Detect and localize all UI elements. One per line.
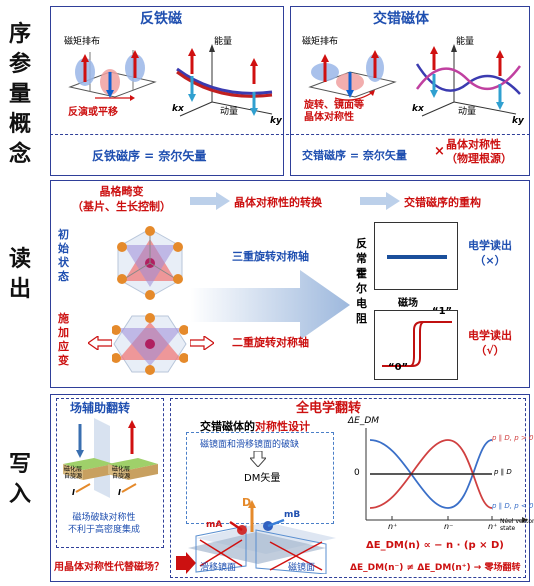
current-label-left: I bbox=[72, 488, 75, 497]
alt-band-figure bbox=[415, 44, 522, 117]
alt-kx-label: kx bbox=[412, 104, 424, 114]
stack-label-right: 磁化层 自旋源 bbox=[112, 466, 131, 480]
replace-arrow-icon bbox=[176, 552, 196, 574]
row-label-char: 量 bbox=[8, 82, 31, 107]
concept-divider bbox=[50, 134, 530, 135]
state0-label: “0” bbox=[388, 362, 409, 373]
field-assisted-title: 场辅助翻转 bbox=[70, 401, 131, 415]
alt-ky-label: ky bbox=[512, 116, 524, 126]
down-arrow-icon bbox=[250, 451, 266, 467]
af-kx-label: kx bbox=[172, 104, 184, 114]
all-electric-panel bbox=[170, 398, 526, 578]
ahe-axis-label: 反 常 霍 尔 电 阻 bbox=[356, 237, 367, 325]
two-fold-axis-label: 二重旋转对称轴 bbox=[232, 336, 309, 349]
hall-plot-1 bbox=[374, 222, 458, 290]
dm-equation-1: ΔE_DM(n) ∝ − n · (p × D) bbox=[366, 540, 504, 551]
big-transition-arrow-icon bbox=[190, 270, 350, 340]
n-minus-label: n⁻ bbox=[444, 522, 454, 531]
row-label-char: 序 bbox=[8, 22, 31, 47]
field-label: 磁场 bbox=[398, 298, 418, 309]
mb-label: mB bbox=[284, 510, 301, 520]
af-moment-label: 磁矩排布 bbox=[64, 37, 101, 47]
af-lattice-figure bbox=[68, 50, 157, 101]
replace-question: 用晶体对称性代替磁场？ bbox=[54, 562, 164, 573]
dm-equation-2: ΔE_DM(n⁻) ≠ ΔE_DM(n⁺) → 零场翻转 bbox=[350, 563, 521, 573]
strained-lattice-figure bbox=[112, 313, 188, 375]
af-formula: 反铁磁序 = 奈尔矢量 bbox=[92, 149, 207, 163]
hall-plot-2 bbox=[374, 310, 458, 380]
row-label-readout: 读 出 bbox=[4, 230, 36, 320]
row-label-char: 参 bbox=[8, 52, 31, 77]
af-band-figure bbox=[176, 44, 273, 117]
state1-label: “1” bbox=[432, 306, 453, 317]
lattice-plane bbox=[68, 71, 157, 98]
row-label-char: 写 bbox=[8, 452, 31, 477]
readout1-label: 电学读出 （×） bbox=[468, 239, 512, 267]
mirror2-label: 磁镜面 bbox=[288, 563, 316, 573]
curve2-label: p ∥ D bbox=[494, 468, 512, 476]
current-label-right: I bbox=[118, 488, 121, 497]
af-momentum-label: 动量 bbox=[220, 107, 239, 117]
n-plus2-label: n⁺ bbox=[488, 522, 498, 531]
ma-label: mA bbox=[206, 520, 223, 530]
alt-note: 旋转、镜面等 晶体对称性 bbox=[304, 100, 364, 123]
field-assisted-panel bbox=[56, 398, 164, 548]
lattice-distortion-label: 晶格畸变 （基片、生长控制） bbox=[72, 185, 171, 213]
dm-vector-label: DM矢量 bbox=[244, 473, 281, 484]
all-electric-title: 全电学翻转 bbox=[296, 401, 362, 416]
strained-state-label: 施 加 应 变 bbox=[58, 312, 69, 367]
reconstruct-label: 交错磁序的重构 bbox=[404, 196, 481, 209]
field-assisted-figure bbox=[63, 418, 158, 498]
alt-formula-left: 交错磁序 = 奈尔矢量 bbox=[302, 149, 407, 162]
row-label-char: 出 bbox=[8, 277, 31, 302]
curve3-label: p ∥ D, p < 0 bbox=[492, 502, 534, 510]
af-note: 反演或平移 bbox=[68, 107, 118, 118]
three-fold-axis-text: 三重旋转对称轴 bbox=[232, 250, 309, 263]
d-label: D bbox=[242, 496, 252, 509]
neel-state-label: Néel vector state bbox=[500, 518, 534, 532]
flow-arrow-icon bbox=[190, 192, 230, 210]
symmetry-design-label: 交错磁体的对称性设计 bbox=[200, 418, 310, 434]
three-fold-axis-label: 三重旋转对称轴 bbox=[232, 248, 309, 264]
symmetry-design-em: 对称性设计 bbox=[255, 420, 310, 433]
n-plus-label: n⁺ bbox=[388, 522, 398, 531]
strain-arrow-left-icon bbox=[88, 336, 112, 350]
hall-flat-line bbox=[387, 255, 447, 259]
dem-plot bbox=[365, 428, 528, 523]
row-label-char: 念 bbox=[8, 142, 31, 167]
af-energy-label: 能量 bbox=[214, 37, 233, 47]
mirror-break-label: 磁镜面和滑移镜面的破缺 bbox=[200, 440, 300, 450]
alt-lattice-figure bbox=[308, 50, 397, 101]
readout2-label: 电学读出 （√） bbox=[468, 329, 512, 357]
curve1-label: p ∥ D, p > 0 bbox=[492, 434, 534, 442]
initial-lattice-figure bbox=[117, 226, 183, 300]
mirror1-label: 滑移镜面 bbox=[200, 563, 237, 573]
symmetry-design-pre: 交错磁体的 bbox=[200, 420, 255, 433]
initial-state-label: 初 始 状 态 bbox=[58, 228, 69, 283]
field-break-note: 磁场破缺对称性 不利于高密度集成 bbox=[68, 513, 141, 535]
alt-formula-right: 晶体对称性 （物理根源） bbox=[446, 138, 512, 165]
af-title: 反铁磁 bbox=[140, 11, 182, 27]
strain-arrow-right-icon bbox=[190, 336, 214, 350]
row-label-concept: 序 参 量 概 念 bbox=[4, 10, 36, 180]
dem-zero-label: 0 bbox=[354, 468, 360, 478]
stack-label-left: 磁化层 自旋源 bbox=[64, 466, 83, 480]
row-label-char: 读 bbox=[8, 247, 31, 272]
row-label-char: 概 bbox=[8, 112, 31, 137]
flow-arrow-icon bbox=[360, 192, 400, 210]
dem-axis-label: ΔE_DM bbox=[348, 416, 380, 426]
alt-moment-label: 磁矩排布 bbox=[302, 37, 339, 47]
af-ky-label: ky bbox=[270, 116, 282, 126]
dm-figure bbox=[188, 500, 336, 574]
alt-momentum-label: 动量 bbox=[458, 107, 477, 117]
alt-title: 交错磁体 bbox=[373, 11, 429, 27]
hysteresis-loop bbox=[382, 321, 452, 367]
row-label-char: 入 bbox=[8, 482, 31, 507]
alt-energy-label: 能量 bbox=[456, 37, 475, 47]
row-label-write: 写 入 bbox=[4, 440, 36, 520]
symmetry-change-label: 晶体对称性的转换 bbox=[234, 196, 322, 209]
alt-formula-times: × bbox=[434, 144, 445, 159]
